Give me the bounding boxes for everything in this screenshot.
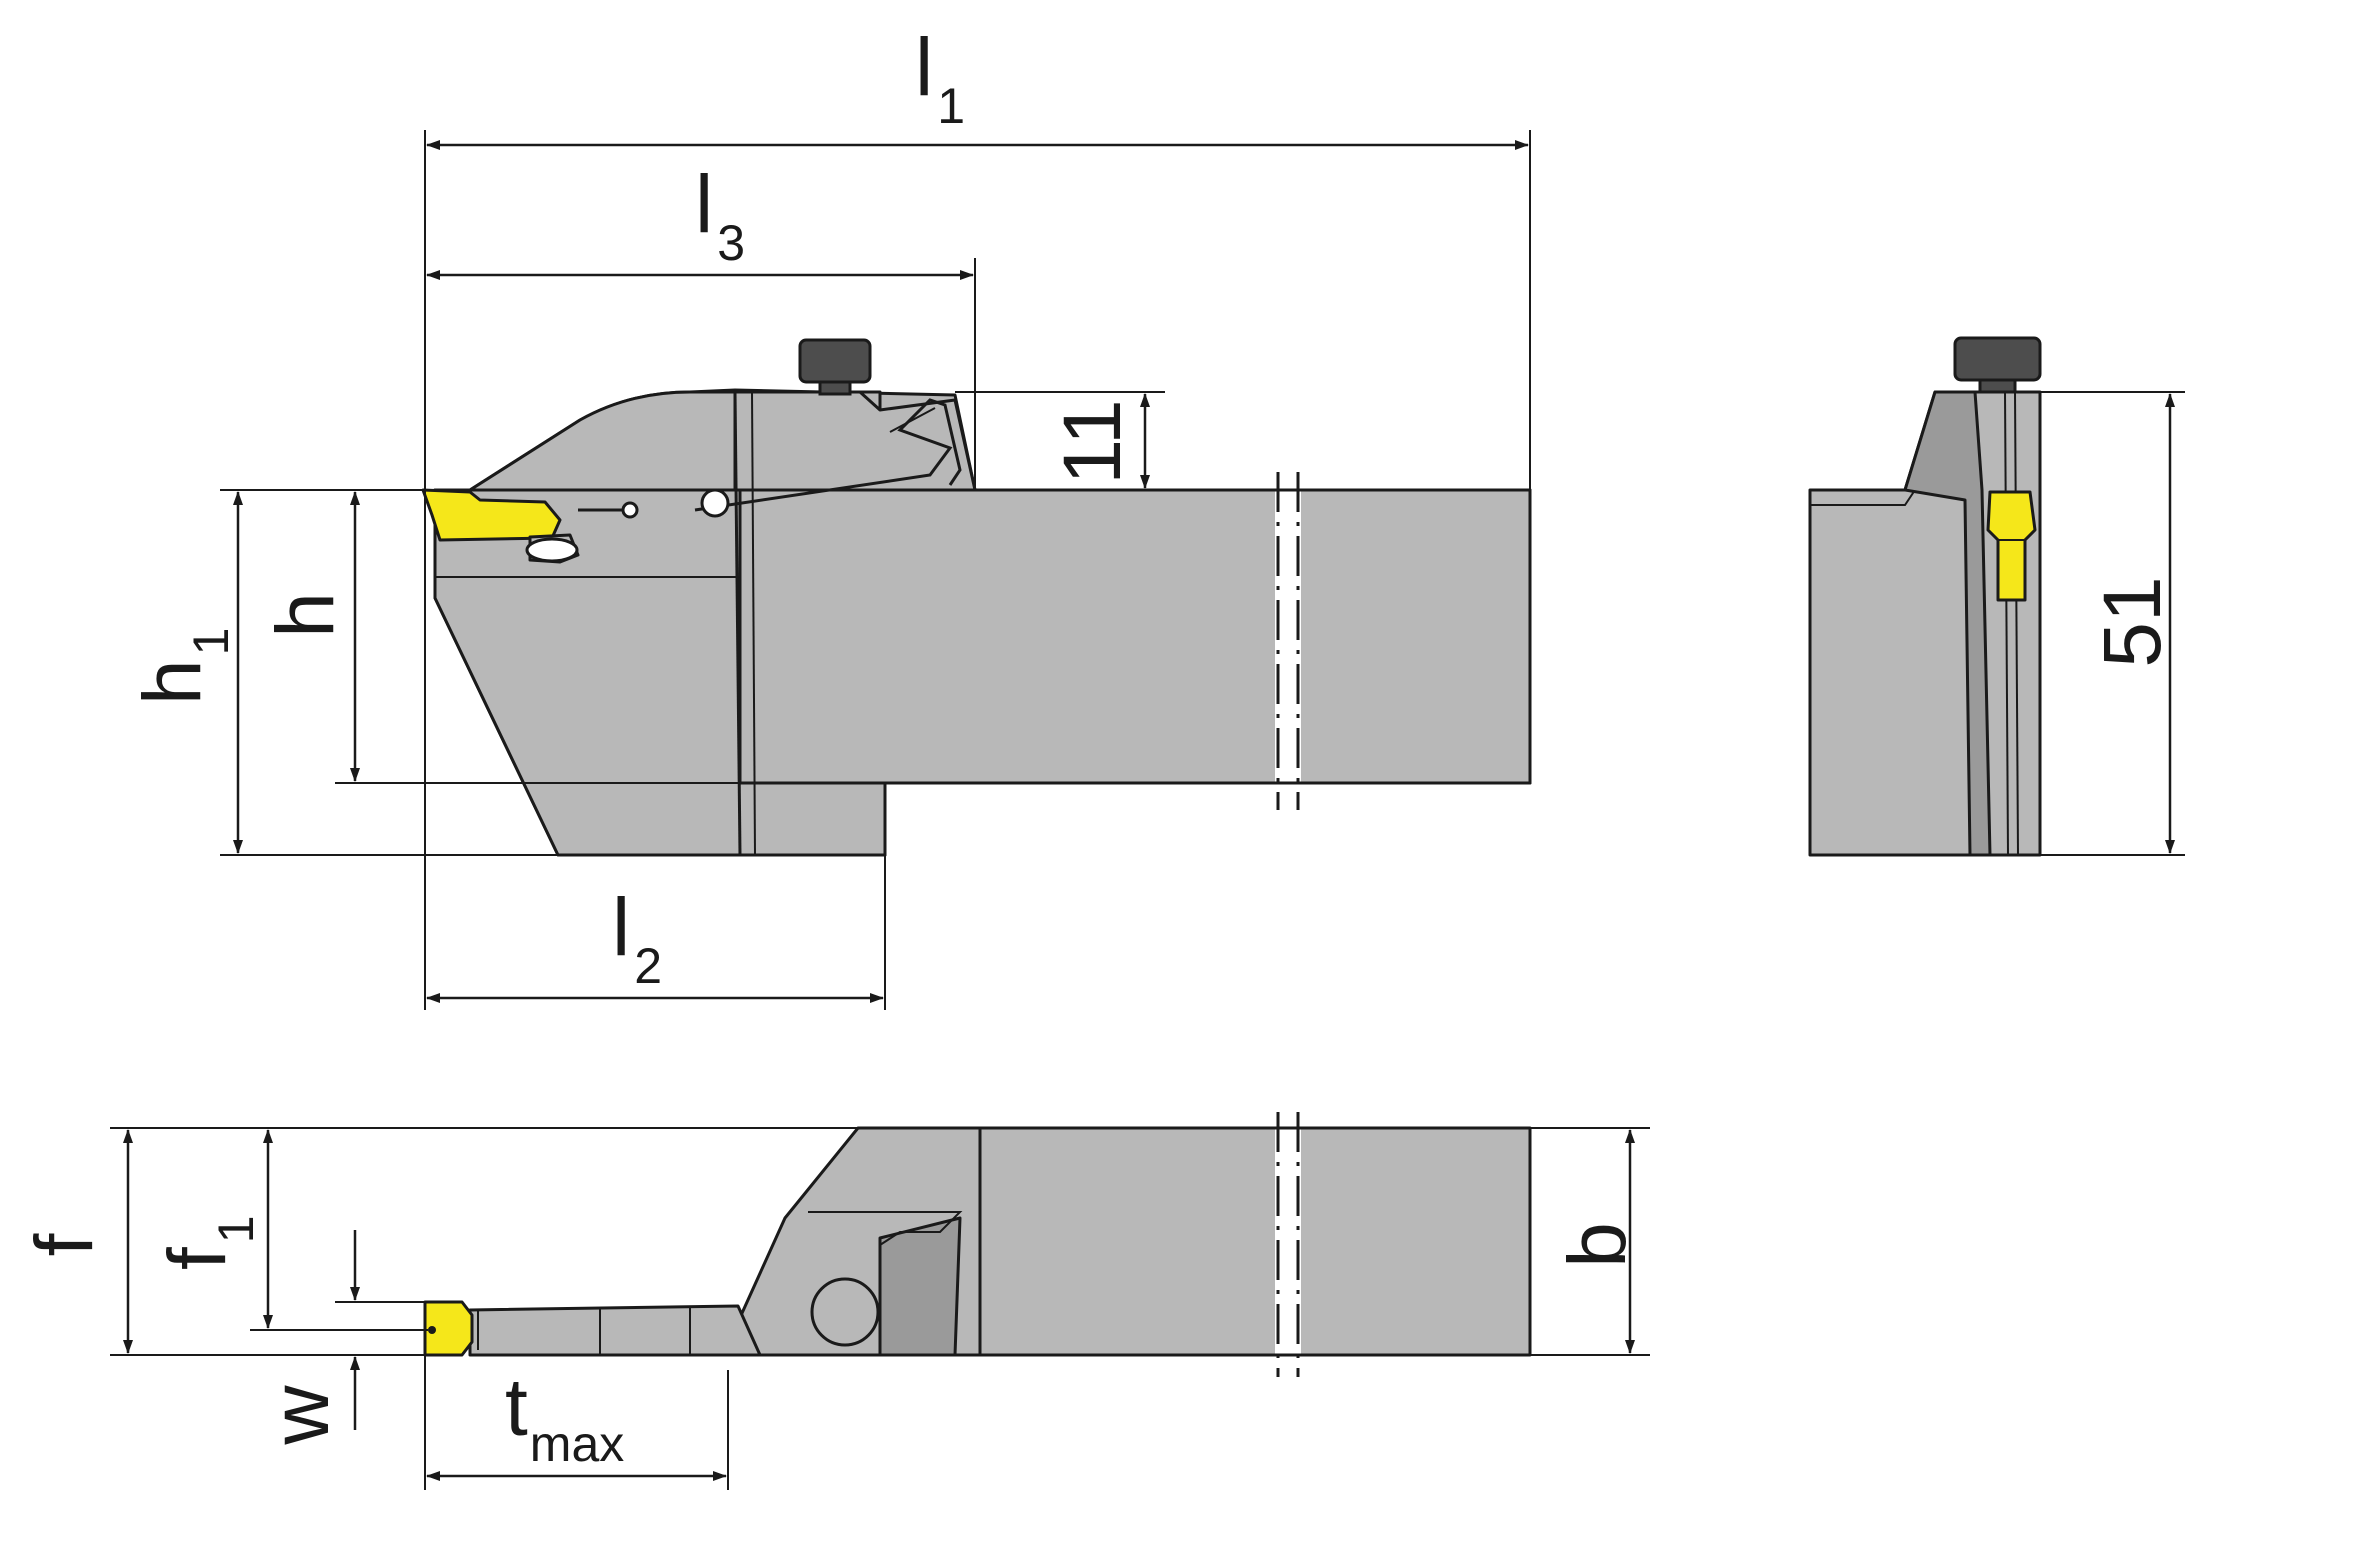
clamp-screw-head: [798, 338, 872, 384]
label-f: f: [19, 1233, 110, 1256]
label-f1: f1: [152, 1215, 264, 1270]
label-11: 11: [1047, 399, 1138, 484]
side-screw-head: [1953, 336, 2042, 382]
coolant-hole: [700, 488, 730, 518]
seam-line: [733, 391, 742, 856]
clamp-slot: [694, 398, 962, 512]
insert-pocket: [525, 537, 579, 563]
side-insert: [1986, 490, 2037, 602]
side-view: [1808, 336, 2185, 857]
cutting-insert: [421, 488, 562, 542]
label-l2: l2: [612, 882, 662, 994]
front-view: [421, 338, 1532, 857]
label-l1: l1: [915, 22, 965, 134]
top-view: [423, 1112, 1532, 1377]
label-tmax: tmax: [505, 1362, 624, 1472]
label-b: b: [1552, 1222, 1643, 1268]
seam-line-inner: [751, 391, 756, 856]
label-h1: h1: [127, 628, 239, 705]
top-clamp: [878, 1216, 962, 1357]
clamp-screw-shaft: [818, 380, 852, 396]
top-blade: [468, 1304, 762, 1357]
front-dimensions: [220, 130, 1531, 1010]
side-screw-shaft: [1978, 378, 2017, 394]
dimension-labels: l1 l3 l2 11 h h1 51 f f1 w b tmax: [19, 22, 2178, 1472]
top-dimensions: [110, 1127, 1650, 1490]
clamp-slot-inner: [889, 407, 936, 433]
label-h: h: [260, 592, 351, 638]
small-hole: [621, 501, 639, 519]
side-clamp-plate: [1903, 390, 1992, 857]
top-shank: [978, 1126, 1532, 1357]
label-51: 51: [2087, 576, 2178, 667]
label-l3: l3: [695, 159, 745, 271]
clamp-block: [733, 390, 977, 492]
label-w: w: [255, 1385, 346, 1446]
shank-main: [738, 488, 1532, 785]
